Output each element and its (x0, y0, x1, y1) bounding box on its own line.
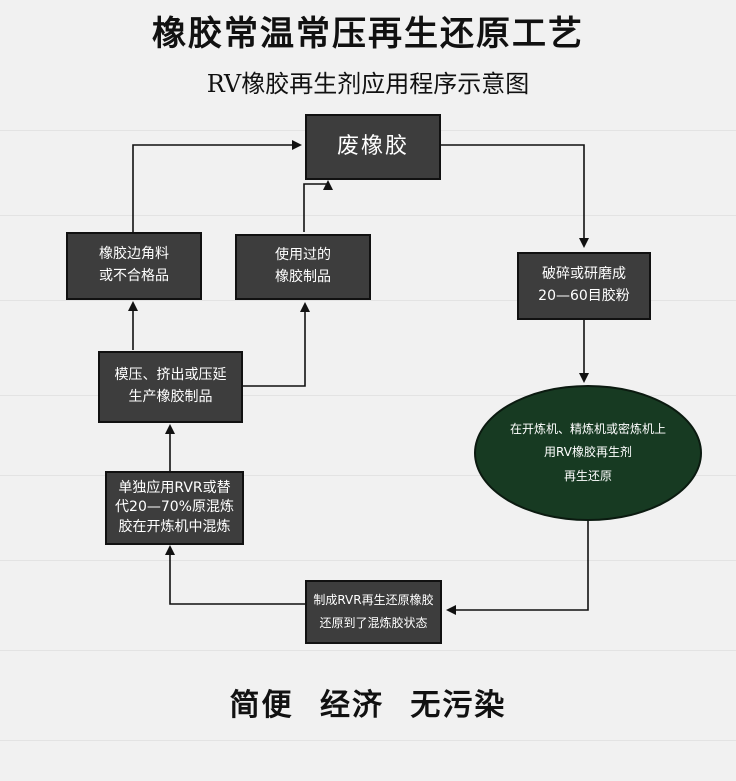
node-label-line: 或不合格品 (99, 268, 169, 284)
node-label-line: 单独应用RVR或替 (118, 479, 231, 496)
arrow-molding-to-used (243, 302, 310, 387)
page-title: 橡胶常温常压再生还原工艺 (152, 14, 584, 54)
node-label-line: 胶在开炼机中混炼 (118, 518, 231, 535)
node-label-line: 还原到了混炼胶状态 (319, 616, 428, 630)
node-label-line: 20—60目胶粉 (538, 288, 630, 304)
node-label-line: 在开炼机、精炼机或密炼机上 (509, 421, 666, 436)
node-label-line: 橡胶制品 (275, 269, 331, 285)
node-crush-grind: 破碎或研磨成 20—60目胶粉 (517, 252, 651, 320)
node-label-line: 破碎或研磨成 (541, 266, 626, 283)
node-molding: 模压、挤出或压延 生产橡胶制品 (98, 351, 243, 423)
arrow-rvr-to-mixing (165, 545, 305, 605)
node-label-line: 模压、挤出或压延 (114, 367, 227, 384)
background-texture (0, 215, 736, 216)
node-scrap-edges: 橡胶边角料 或不合格品 (66, 232, 202, 300)
arrow-waste-to-crush (441, 144, 589, 248)
background-texture (0, 475, 736, 476)
node-label-line: 代20—70%原混炼 (115, 499, 234, 516)
arrow-used-to-waste (303, 180, 333, 232)
background-texture (0, 300, 736, 301)
node-label-line: 橡胶边角料 (99, 246, 169, 263)
node-regeneration: 在开炼机、精炼机或密炼机上 用RV橡胶再生剂 再生还原 (474, 385, 702, 521)
background-texture (0, 650, 736, 651)
node-label-line: 用RV橡胶再生剂 (544, 445, 632, 460)
node-waste-rubber-label: 废橡胶 (336, 133, 409, 159)
background-texture (0, 560, 736, 561)
diagram-subtitle: RV橡胶再生剂应用程序示意图 (206, 70, 530, 98)
node-label-line: 使用过的 (275, 247, 331, 264)
footer-slogan: 简便 经济 无污染 (229, 688, 507, 723)
background-texture (0, 740, 736, 741)
arrow-scrap-to-waste (132, 140, 302, 232)
node-label-line: 制成RVR再生还原橡胶 (313, 593, 434, 608)
arrow-regeneration-to-rvr (446, 521, 589, 615)
node-make-rvr: 制成RVR再生还原橡胶 还原到了混炼胶状态 (305, 580, 442, 644)
background-texture (0, 395, 736, 396)
node-label-line: 再生还原 (563, 468, 612, 483)
node-used-products: 使用过的 橡胶制品 (235, 234, 371, 300)
node-label-line: 生产橡胶制品 (128, 389, 213, 405)
node-waste-rubber: 废橡胶 (305, 114, 441, 180)
node-mixing: 单独应用RVR或替 代20—70%原混炼 胶在开炼机中混炼 (105, 471, 244, 545)
